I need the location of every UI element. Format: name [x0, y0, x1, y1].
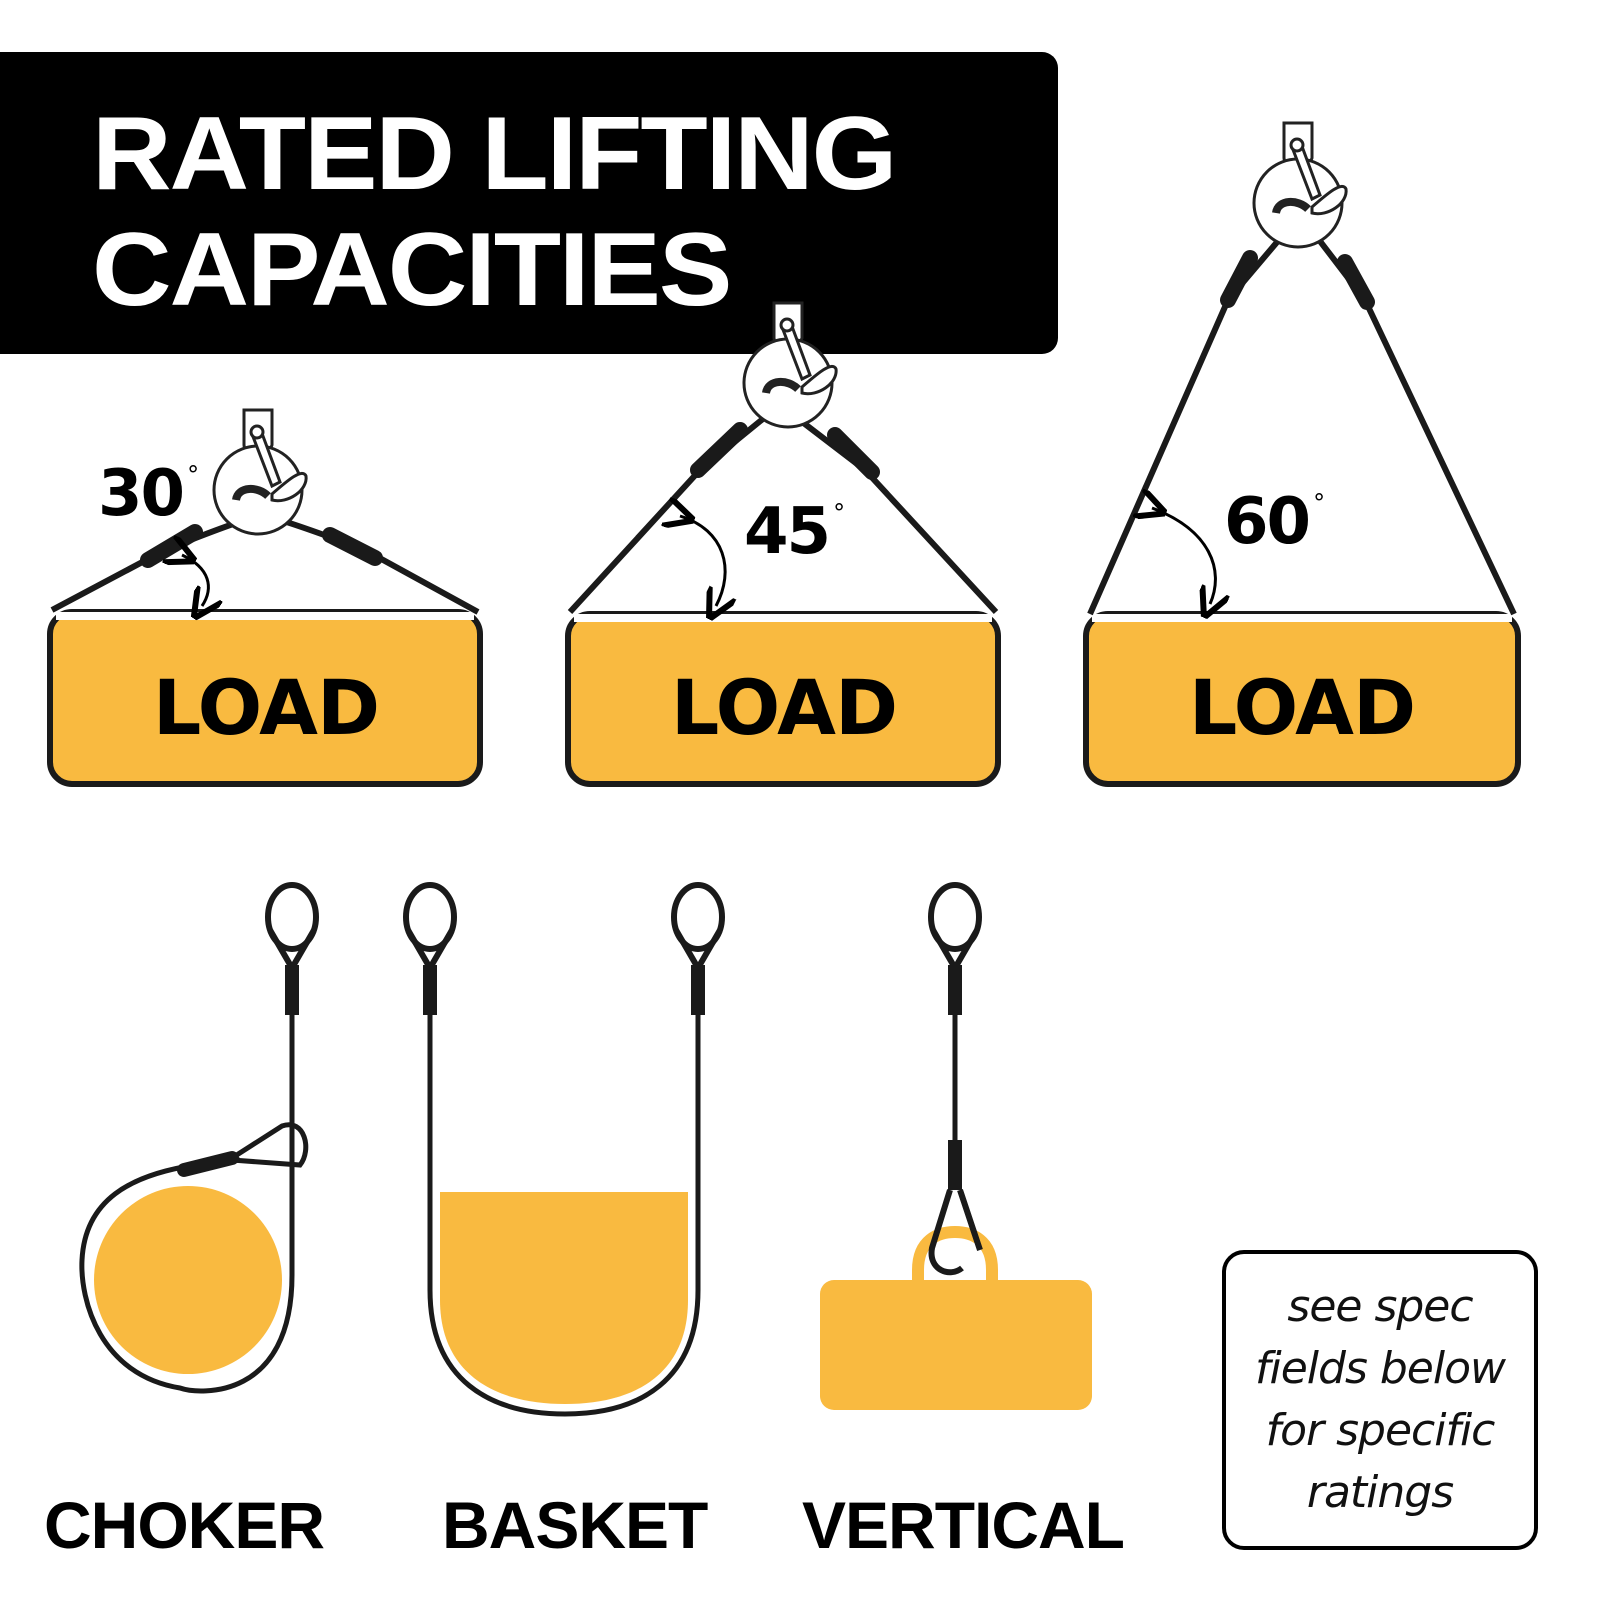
- hitch-label-choker: CHOKER: [44, 1488, 325, 1562]
- sling-eye-icon: [403, 882, 457, 952]
- angle-arrow-icon: [1152, 508, 1215, 604]
- angle-arrow-icon: [680, 516, 725, 606]
- angle-label-60: 60°: [1224, 485, 1325, 559]
- title-line-2: CAPACITIES: [92, 212, 732, 328]
- choker-hitch-diagram: [79, 882, 319, 1394]
- sling-eye-icon: [671, 882, 725, 952]
- angle-arrow-icon: [182, 555, 208, 606]
- angle-label-30: 30°: [98, 457, 199, 531]
- title-line-1: RATED LIFTING: [92, 96, 897, 212]
- note-line-3: for specific: [1265, 1405, 1496, 1456]
- hitch-label-basket: BASKET: [442, 1488, 708, 1562]
- note-line-4: ratings: [1306, 1467, 1454, 1518]
- sling-60-degree: [1083, 123, 1521, 787]
- vertical-hitch-diagram: [820, 882, 1092, 1410]
- load-label-30: LOAD: [152, 663, 380, 752]
- note-line-2: fields below: [1255, 1343, 1506, 1394]
- load-label-45: LOAD: [670, 663, 898, 752]
- basket-hitch-diagram: [403, 882, 725, 1417]
- angle-label-45: 45°: [744, 495, 845, 569]
- note-line-1: see spec: [1287, 1281, 1473, 1332]
- sling-eye-icon: [928, 882, 982, 952]
- crane-hook-icon: [214, 410, 306, 534]
- hitch-label-vertical: VERTICAL: [802, 1488, 1125, 1562]
- spec-note-box: see spec fields below for specific ratin…: [1222, 1250, 1538, 1550]
- crane-hook-icon: [744, 303, 836, 427]
- sling-45-degree: [565, 303, 1001, 787]
- sling-30-degree: [47, 410, 483, 787]
- title-banner: RATED LIFTING CAPACITIES: [0, 52, 1058, 354]
- load-label-60: LOAD: [1188, 663, 1416, 752]
- crane-hook-icon: [1254, 123, 1346, 247]
- sling-eye-icon: [265, 882, 319, 952]
